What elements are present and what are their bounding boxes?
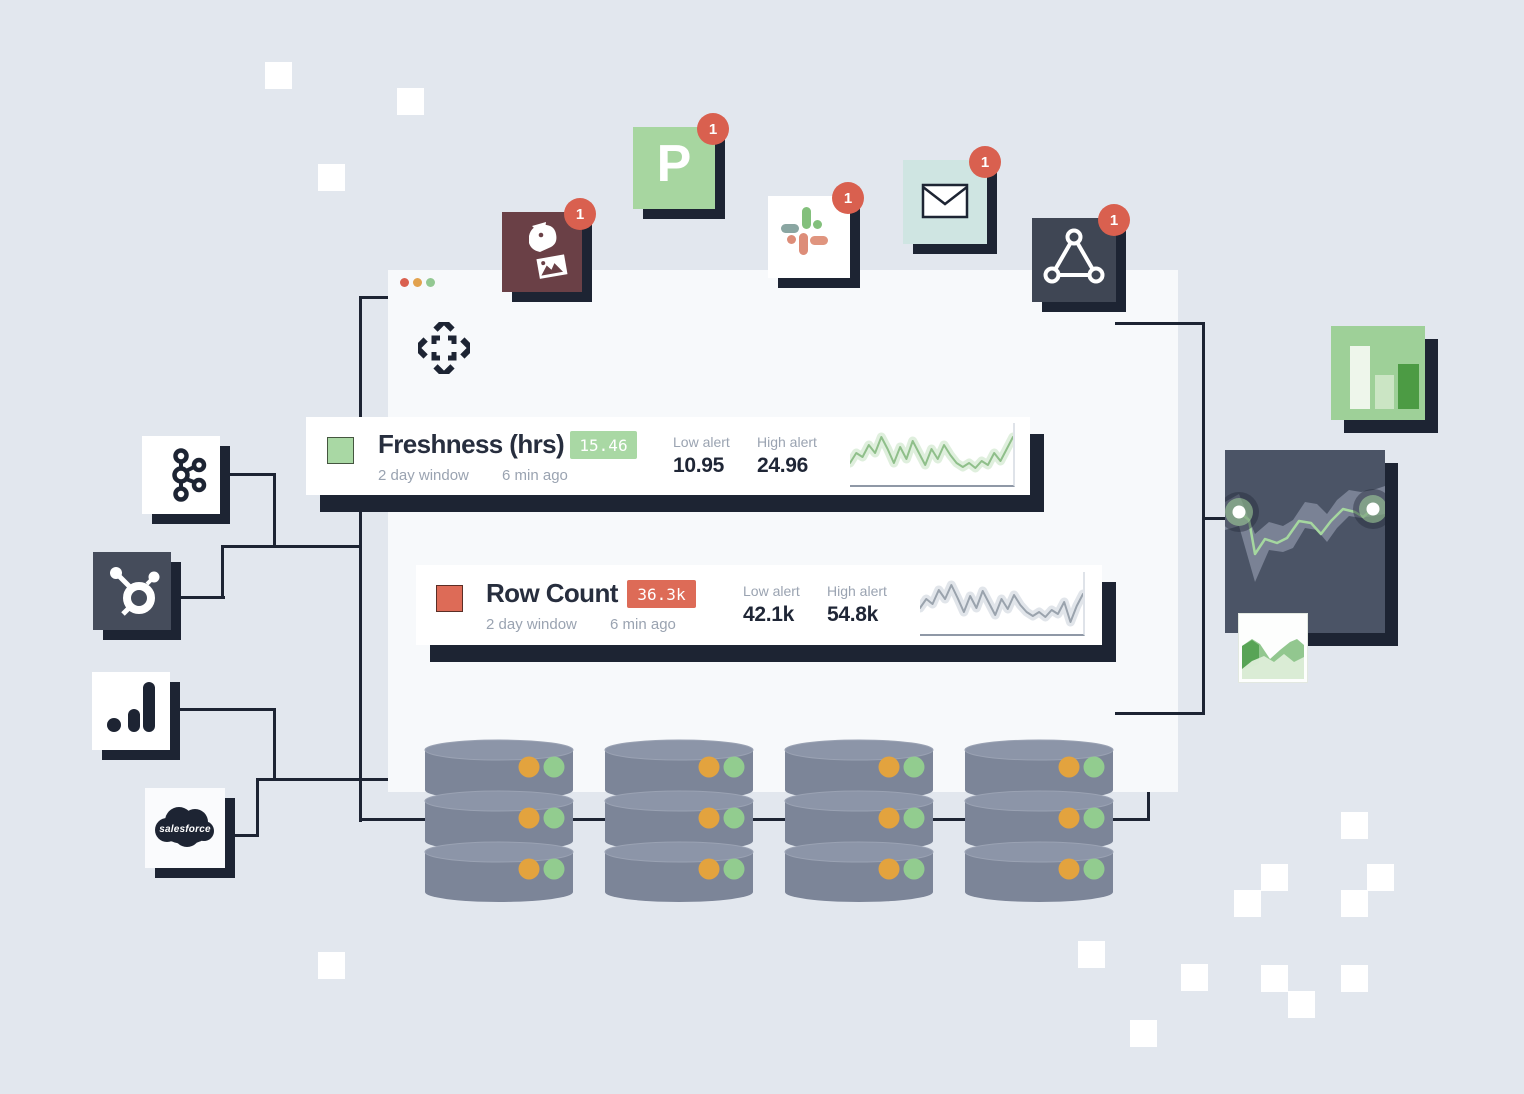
- background-square: [318, 952, 345, 979]
- salesforce-icon: [155, 807, 214, 847]
- source-tile-salesforce[interactable]: salesforce: [145, 788, 225, 868]
- connector-line: [256, 778, 259, 837]
- background-square: [1367, 864, 1394, 891]
- notification-badge: 1: [1098, 204, 1130, 236]
- notification-badge: 1: [832, 182, 864, 214]
- bi-tool-icon: [1331, 326, 1425, 420]
- high-alert-label: High alert: [827, 583, 887, 599]
- background-square: [1341, 890, 1368, 917]
- low-alert-column: Low alert 42.1k: [743, 583, 800, 627]
- high-alert-value: 24.96: [757, 454, 809, 477]
- window-traffic-lights: [400, 278, 435, 287]
- high-alert-column: High alert 54.8k: [827, 583, 887, 627]
- notification-tile-pagerduty[interactable]: P 1: [633, 113, 729, 209]
- background-square: [1341, 965, 1368, 992]
- notification-tile-slack[interactable]: 1: [768, 182, 864, 278]
- high-alert-column: High alert 24.96: [757, 434, 817, 478]
- slack-icon: [781, 207, 828, 255]
- low-alert-label: Low alert: [743, 583, 800, 599]
- background-square: [1341, 812, 1368, 839]
- source-tile-hubspot[interactable]: [93, 552, 171, 630]
- window-label: 2 day window: [486, 616, 577, 633]
- app-window: [388, 270, 1178, 792]
- low-alert-label: Low alert: [673, 434, 730, 450]
- source-tile-analytics[interactable]: [92, 672, 170, 750]
- background-square: [397, 88, 424, 115]
- kafka-icon: [172, 448, 207, 502]
- notification-badge: 1: [564, 198, 596, 230]
- notification-tile-email[interactable]: 1: [903, 146, 1001, 244]
- metric-value-badge: 15.46: [570, 431, 637, 459]
- background-square: [1234, 890, 1261, 917]
- notification-tile-datadog[interactable]: 1: [502, 198, 596, 292]
- database-stack: [424, 738, 574, 904]
- source-tile-kafka[interactable]: [142, 436, 220, 514]
- freshness-sparkline-chart: [850, 423, 1015, 487]
- database-stack: [784, 738, 934, 904]
- card-title: Freshness (hrs): [378, 429, 565, 459]
- connector-line: [221, 545, 224, 599]
- connector-line: [360, 296, 390, 299]
- connector-line: [1115, 322, 1205, 325]
- background-square: [1261, 864, 1288, 891]
- connector-line: [273, 473, 276, 548]
- hubspot-icon: [110, 567, 160, 616]
- metric-swatch: [436, 585, 463, 612]
- window-minimize-dot[interactable]: [413, 278, 422, 287]
- connector-line: [360, 818, 1150, 821]
- low-alert-value: 10.95: [673, 454, 725, 477]
- pagerduty-icon: P: [656, 135, 692, 193]
- background-square: [1078, 941, 1105, 968]
- low-alert-column: Low alert 10.95: [673, 434, 730, 478]
- analytics-icon: [107, 682, 155, 732]
- low-alert-value: 42.1k: [743, 603, 795, 626]
- bar-chart-icon: [1350, 346, 1419, 409]
- metric-swatch: [327, 437, 354, 464]
- high-alert-value: 54.8k: [827, 603, 879, 626]
- high-alert-label: High alert: [757, 434, 817, 450]
- rowcount-sparkline-chart: [920, 572, 1085, 636]
- notification-tile-webhook[interactable]: 1: [1032, 204, 1130, 302]
- connector-line: [257, 778, 389, 781]
- card-title: Row Count: [486, 578, 618, 608]
- connector-line: [224, 834, 259, 837]
- datadog-icon: [529, 222, 568, 279]
- connector-line: [221, 473, 276, 476]
- connector-line: [359, 296, 362, 822]
- connector-line: [273, 708, 276, 781]
- connector-line: [170, 596, 225, 599]
- background-square: [265, 62, 292, 89]
- monitor-card-freshness[interactable]: Freshness (hrs) 2 day window 6 min ago 1…: [306, 417, 1030, 495]
- metric-value-badge: 36.3k: [627, 580, 696, 608]
- mini-area-chart-card: [1238, 613, 1308, 683]
- database-stack: [604, 738, 754, 904]
- updated-label: 6 min ago: [502, 467, 568, 484]
- connector-line: [222, 545, 362, 548]
- notification-badge: 1: [969, 146, 1001, 178]
- webhook-icon: [1043, 228, 1105, 284]
- connector-line: [180, 708, 276, 711]
- email-icon: [921, 183, 969, 219]
- monte-carlo-logo: [418, 322, 470, 374]
- updated-label: 6 min ago: [610, 616, 676, 633]
- database-stack: [964, 738, 1114, 904]
- background-square: [1288, 991, 1315, 1018]
- anomaly-chart-panel: [1225, 450, 1385, 633]
- window-zoom-dot[interactable]: [426, 278, 435, 287]
- connector-line: [1115, 712, 1205, 715]
- connector-line: [1147, 791, 1150, 821]
- notification-badge: 1: [697, 113, 729, 145]
- background-square: [1130, 1020, 1157, 1047]
- connector-line: [1203, 517, 1228, 520]
- monitor-card-row-count[interactable]: Row Count 2 day window 6 min ago 36.3k L…: [416, 565, 1102, 645]
- window-close-dot[interactable]: [400, 278, 409, 287]
- background-square: [1181, 964, 1208, 991]
- background-square: [1261, 965, 1288, 992]
- salesforce-wordmark: salesforce: [159, 824, 211, 835]
- background-square: [318, 164, 345, 191]
- window-label: 2 day window: [378, 467, 469, 484]
